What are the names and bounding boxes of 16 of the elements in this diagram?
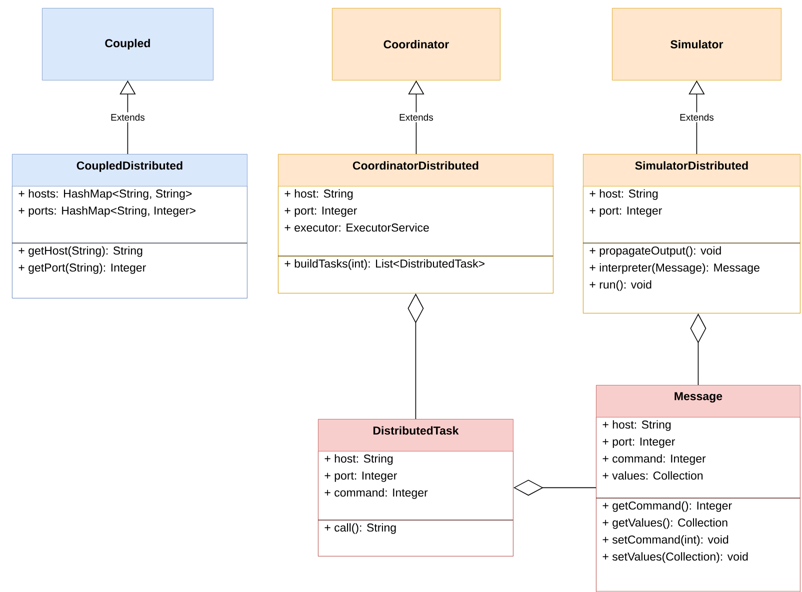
class-box: Coordinator [332, 8, 500, 80]
compartment: + buildTasks(int): List<DistributedTask> [278, 256, 554, 294]
compartment: + call(): String [318, 520, 514, 556]
compartment: + getHost(String): String + getPort(String): Integer [12, 242, 248, 298]
compartment: + getCommand(): Integer + getValues(): Collection + setCommand(int): void + setValues(Collection): void [596, 498, 800, 592]
compartment: + host: String + port: Integer [583, 186, 800, 244]
compartment: + host: String + port: Integer + command: Integer + values: Collection [596, 417, 800, 498]
compartment: + host: String + port: Integer + command: Integer [318, 451, 514, 520]
edge-label: Extends [678, 112, 716, 122]
compartment: + propagateOutput(): void + interpreter(Message): Message + run(): void [582, 242, 800, 314]
compartment: + host: String + port: Integer + executor: ExecutorService [278, 186, 554, 256]
edge-label: Extends [398, 112, 435, 122]
class-box: Simulator [612, 8, 782, 80]
edge-label: Extends [109, 112, 146, 122]
compartment: + hosts: HashMap<String, String> + ports: HashMap<String, Integer> [12, 186, 248, 244]
class-box: Coupled [42, 8, 214, 80]
